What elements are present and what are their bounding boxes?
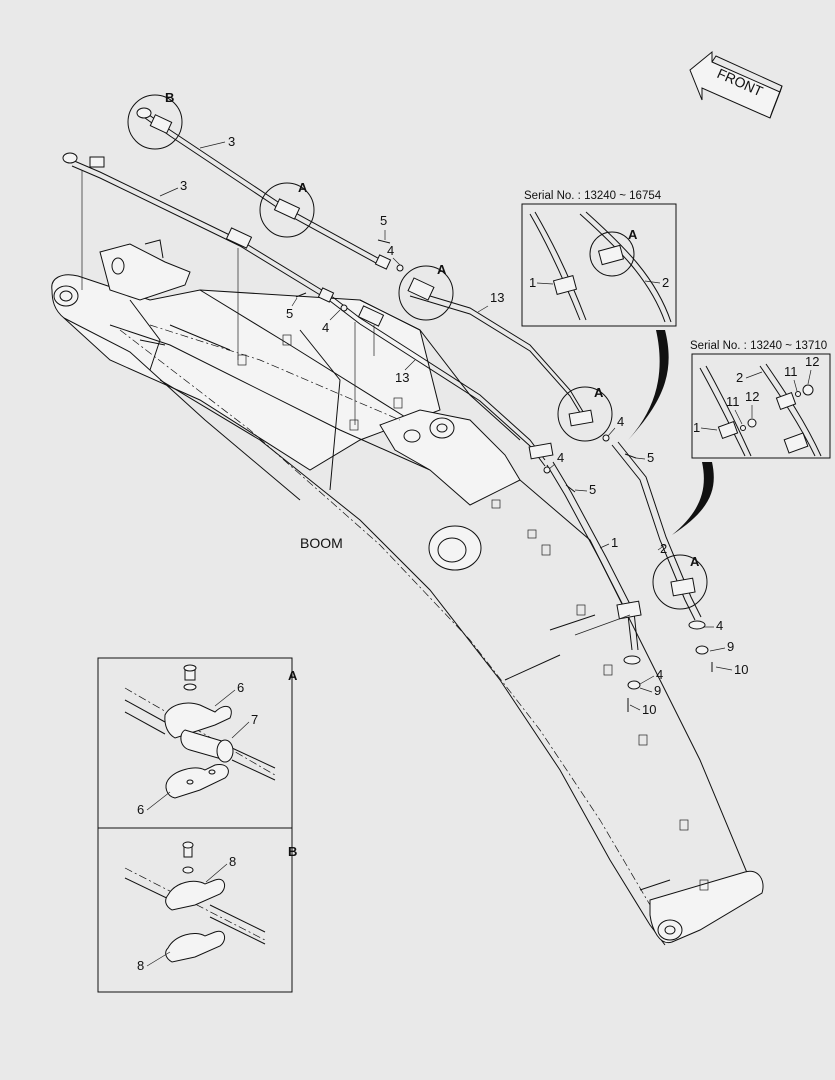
callout-n8: 8 — [137, 958, 144, 973]
callout-n2: 2 — [662, 275, 669, 290]
front-arrow-icon: FRONT — [689, 50, 783, 119]
callout-a: A — [628, 227, 638, 242]
callout-n12: 12 — [805, 354, 819, 369]
callout-n3: 3 — [228, 134, 235, 149]
pipe-3-upper — [136, 107, 386, 269]
callout-n9: 9 — [727, 639, 734, 654]
callout-n11: 11 — [784, 364, 798, 379]
serial-detail-box-1: Serial No. : 13240 ~ 16754 A 1 2 — [521, 190, 677, 440]
callout-n5: 5 — [380, 213, 387, 228]
callout-b: B — [165, 90, 174, 105]
callout-a: A — [594, 385, 604, 400]
pipe-2 — [611, 441, 706, 630]
callout-n3: 3 — [180, 178, 187, 193]
callout-n4: 4 — [557, 450, 564, 465]
callouts: 3 3 5 4 5 4 13 13 4 4 5 5 1 2 4 9 10 4 9 — [159, 134, 748, 717]
callout-b: B — [288, 844, 297, 859]
callout-n6: 6 — [137, 802, 144, 817]
callout-n2: 2 — [736, 370, 743, 385]
callout-n4: 4 — [656, 667, 663, 682]
callout-a: A — [288, 668, 298, 683]
callout-n5: 5 — [286, 306, 293, 321]
callout-n4: 4 — [387, 243, 394, 258]
callout-n1: 1 — [529, 275, 536, 290]
boom: BOOM — [51, 239, 764, 946]
callout-a: A — [298, 180, 308, 195]
callout-n2: 2 — [660, 541, 667, 556]
callout-n11: 11 — [726, 394, 740, 409]
callout-serial_box_1: Serial No. : 13240 ~ 16754 — [524, 190, 662, 202]
leader-lines — [81, 170, 631, 636]
serial-detail-box-2: Serial No. : 13240 ~ 13710 2 11 12 11 12… — [672, 340, 831, 535]
detail-box: A B 6 7 6 8 8 — [97, 657, 298, 993]
callout-n13: 13 — [490, 290, 504, 305]
callout-n1: 1 — [611, 535, 618, 550]
detail-circle-a-2: A — [398, 262, 454, 321]
callout-n4: 4 — [716, 618, 723, 633]
callout-serial_box_2: Serial No. : 13240 ~ 13710 — [690, 340, 827, 352]
callout-n5: 5 — [589, 482, 596, 497]
callout-n7: 7 — [251, 712, 258, 727]
callout-n6: 6 — [237, 680, 244, 695]
pipe-1 — [546, 461, 641, 665]
callout-n10: 10 — [734, 662, 748, 677]
callout-n4: 4 — [617, 414, 624, 429]
callout-n12: 12 — [745, 389, 759, 404]
boom-label: BOOM — [300, 535, 343, 551]
clamps — [149, 114, 696, 620]
callout-n1: 1 — [693, 420, 700, 435]
callout-a: A — [437, 262, 447, 277]
callout-n5: 5 — [647, 450, 654, 465]
callout-n9: 9 — [654, 683, 661, 698]
detail-circle-a-1: A — [259, 180, 315, 238]
callout-n13: 13 — [395, 370, 409, 385]
fasteners — [295, 239, 713, 712]
detail-circle-a-3: A — [557, 385, 613, 442]
callout-n4: 4 — [322, 320, 329, 335]
detail-circle-a-4: A — [652, 554, 708, 610]
detail-circle-b: B — [127, 90, 183, 150]
callout-n8: 8 — [229, 854, 236, 869]
callout-n10: 10 — [642, 702, 656, 717]
pipe-13-upper — [409, 289, 586, 422]
callout-a: A — [690, 554, 700, 569]
